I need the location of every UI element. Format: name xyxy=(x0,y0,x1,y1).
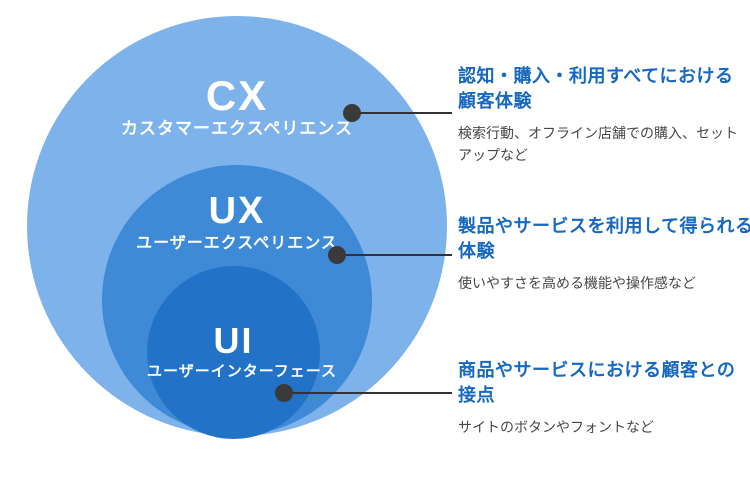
annotation-ux: 製品やサービスを利用して得られる 体験 使いやすさを高める機能や操作感など xyxy=(458,214,750,294)
ux-label-group: UX ユーザーエクスペリエンス xyxy=(102,192,372,253)
ui-circle xyxy=(147,266,320,439)
ux-connector-line xyxy=(337,254,452,256)
ui-connector-line xyxy=(284,392,452,394)
ux-connector-dot xyxy=(328,246,346,264)
annotation-ui-heading: 商品やサービスにおける顧客との 接点 xyxy=(458,360,736,405)
annotation-ui: 商品やサービスにおける顧客との 接点 サイトのボタンやフォントなど xyxy=(458,358,750,438)
ui-sublabel: ユーザーインターフェース xyxy=(147,363,338,380)
cx-label: CX xyxy=(205,72,269,119)
ui-label: UI xyxy=(213,320,254,361)
annotation-ui-body: サイトのボタンやフォントなど xyxy=(458,419,654,435)
ui-label-group: UI ユーザーインターフェース xyxy=(147,320,338,381)
ui-connector-dot xyxy=(275,384,293,402)
annotation-cx: 認知・購入・利用すべてにおける 顧客体験 検索行動、オフライン店舗での購入、セッ… xyxy=(458,64,750,166)
ux-sublabel: ユーザーエクスペリエンス xyxy=(136,235,338,252)
annotation-cx-heading: 認知・購入・利用すべてにおける 顧客体験 xyxy=(458,66,734,111)
annotation-cx-body: 検索行動、オフライン店舗での購入、セット アップなど xyxy=(458,125,738,163)
cx-connector-line xyxy=(352,112,452,114)
cx-connector-dot xyxy=(343,104,361,122)
cx-sublabel: カスタマーエクスペリエンス xyxy=(121,119,353,138)
annotation-ux-body: 使いやすさを高める機能や操作感など xyxy=(458,275,696,291)
cx-label-group: CX カスタマーエクスペリエンス xyxy=(27,75,447,139)
annotation-ux-heading: 製品やサービスを利用して得られる 体験 xyxy=(458,216,750,261)
ux-label: UX xyxy=(208,190,266,232)
